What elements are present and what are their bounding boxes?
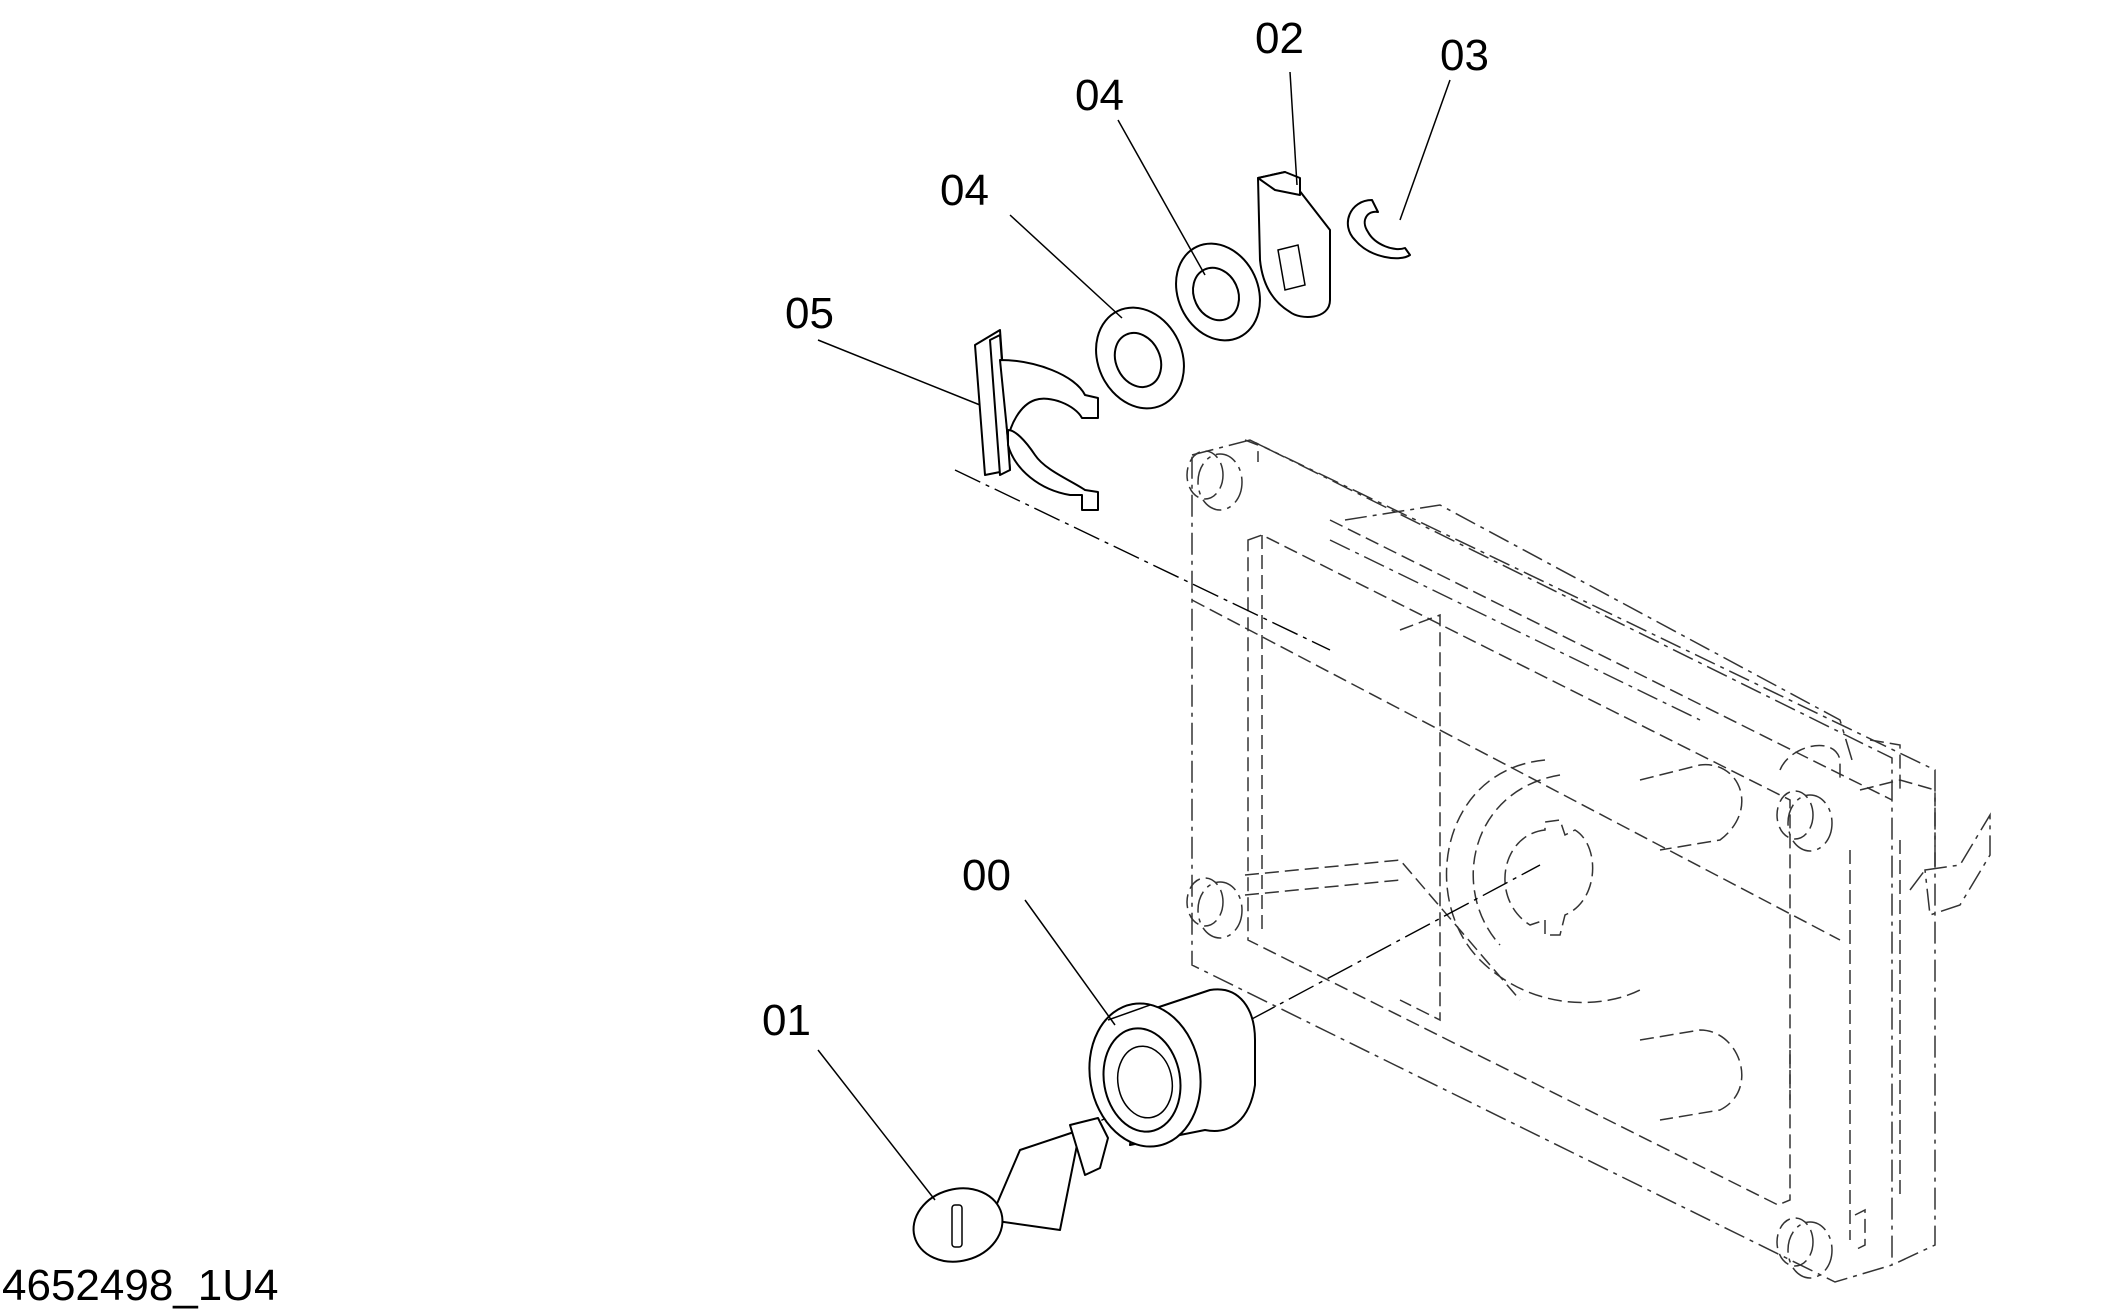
- part-05-retaining-clip: [974, 329, 1099, 511]
- callout-01: 01: [762, 996, 811, 1045]
- leader-lines: [817, 71, 1451, 1201]
- callout-04-right: 04: [1075, 71, 1124, 120]
- callout-labels: 02 03 04 04 05 00 01: [762, 14, 1489, 1045]
- callout-04-left: 04: [940, 166, 989, 215]
- callout-05: 05: [785, 289, 834, 338]
- housing-phantom-outline: [1186, 439, 1991, 1283]
- callout-03: 03: [1440, 31, 1489, 80]
- part-00-lock-bushing: [1088, 988, 1256, 1148]
- part-02-cam: [1257, 171, 1331, 318]
- part-04-washer-left: [1095, 306, 1185, 410]
- part-04-washer-right: [1175, 242, 1261, 342]
- part-01-key-cylinder: [912, 1117, 1109, 1263]
- drawing-id: 4652498_1U4: [2, 1261, 278, 1310]
- part-03-retaining-ring: [1346, 199, 1411, 260]
- callout-00: 00: [962, 851, 1011, 900]
- callout-02: 02: [1255, 14, 1304, 63]
